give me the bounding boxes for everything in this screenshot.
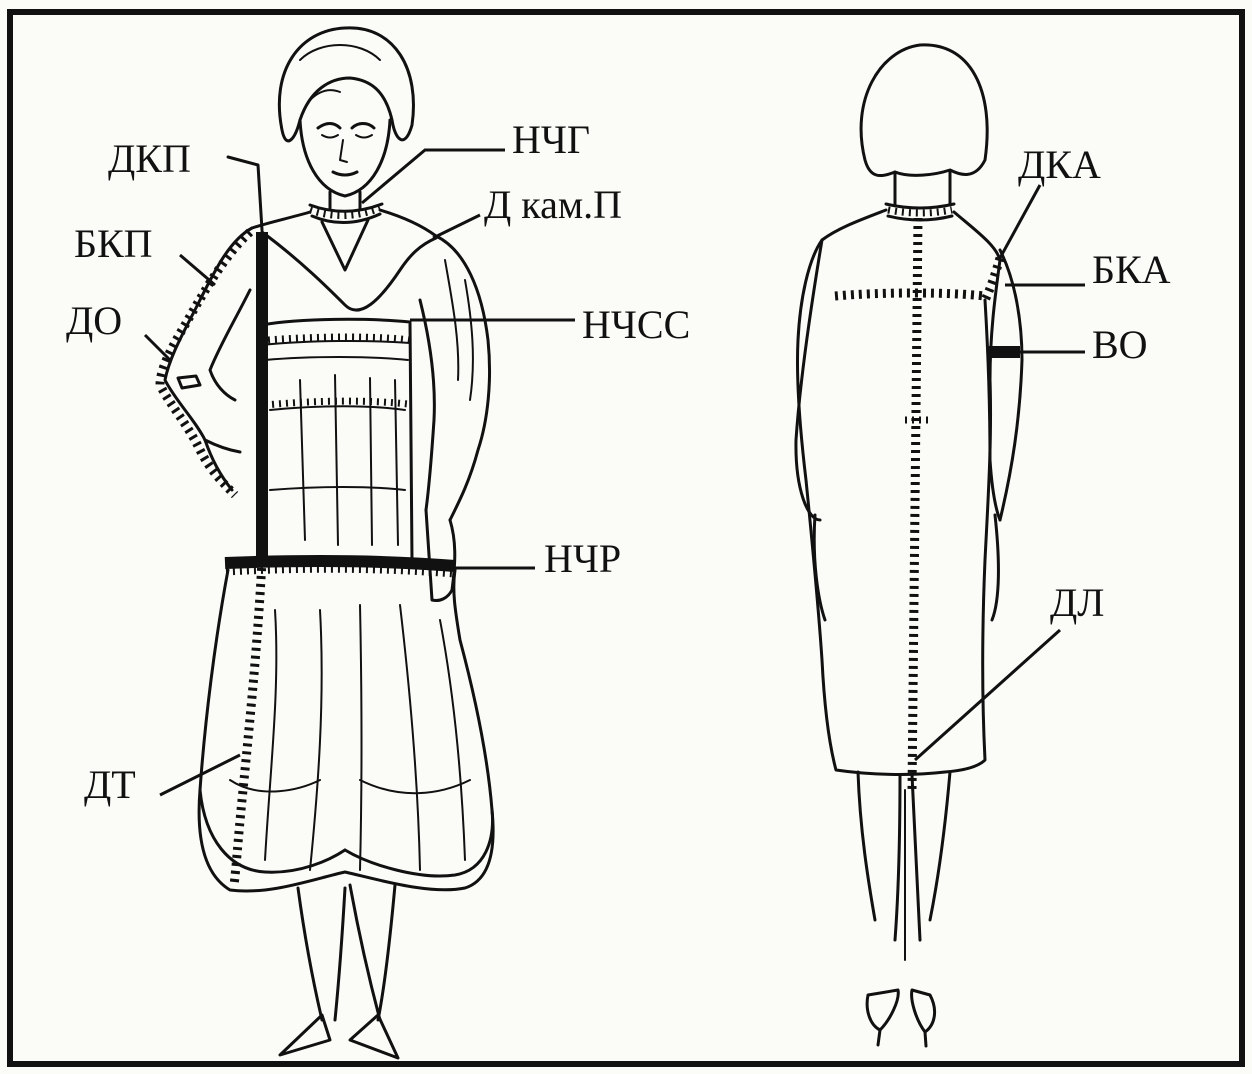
back-dress: [797, 210, 1000, 774]
leader-bkp: [180, 255, 215, 285]
back-hair: [861, 45, 987, 176]
label-bka: БКА: [1092, 247, 1171, 292]
leader-dkam: [433, 215, 480, 238]
back-labels: ДКА БКА ВО ДЛ: [1018, 142, 1171, 625]
label-nchr: НЧР: [544, 536, 621, 581]
label-nchg: НЧГ: [512, 117, 590, 162]
front-legs: [298, 885, 395, 1020]
back-figure: [796, 45, 1022, 1046]
front-skirt: [199, 570, 493, 891]
leader-do: [145, 335, 170, 360]
leader-dka: [1000, 185, 1040, 258]
label-bkp: БКП: [74, 221, 153, 266]
front-right-arm: [436, 236, 490, 520]
label-dl: ДЛ: [1050, 580, 1104, 625]
label-dkam: Д кам.П: [484, 182, 622, 227]
front-face: [300, 120, 390, 196]
label-dka: ДКА: [1018, 142, 1101, 187]
label-do: ДО: [66, 298, 122, 343]
label-vo: ВО: [1092, 322, 1148, 367]
leader-dl: [915, 630, 1060, 760]
front-labels: ДКП БКП ДО ДТ НЧГ Д кам.П НЧСС НЧР: [66, 117, 690, 807]
label-dt: ДТ: [84, 762, 136, 807]
label-dkp: ДКП: [108, 136, 191, 181]
label-nchss: НЧСС: [582, 302, 690, 347]
front-figure: [160, 28, 493, 1058]
